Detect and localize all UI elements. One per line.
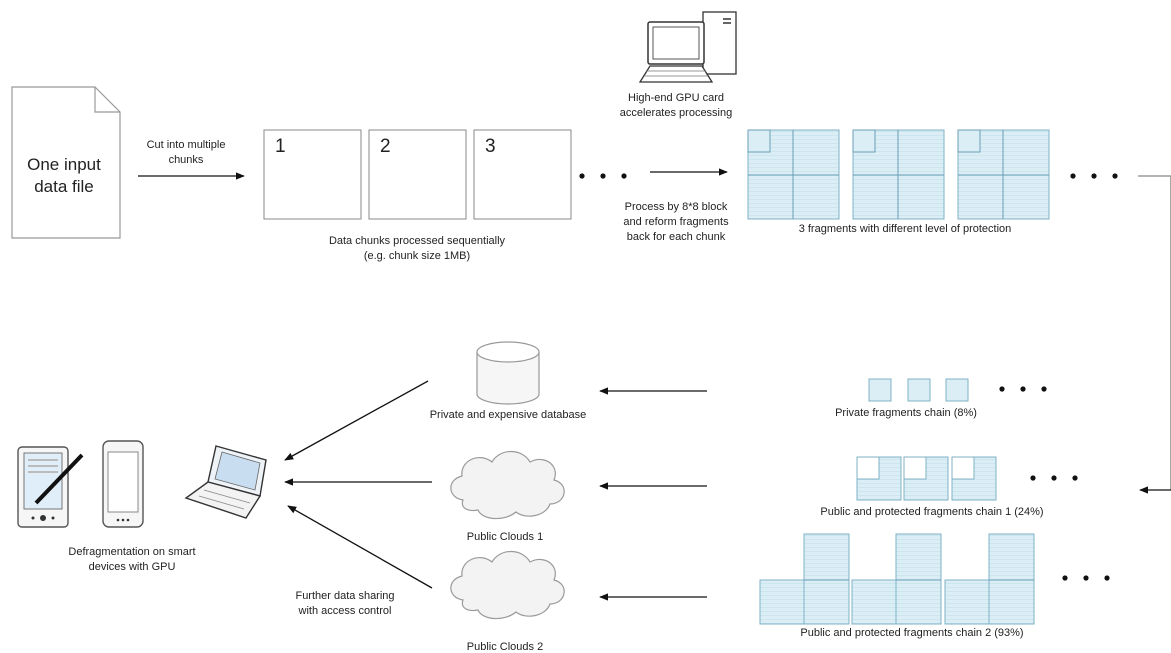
chunk-box-1 (263, 129, 362, 220)
devices-label-2: devices with GPU (89, 561, 176, 573)
computer-icon (638, 11, 737, 83)
database-label: Private and expensive database (430, 409, 587, 421)
ellipsis-fragments (1070, 173, 1118, 179)
sharing-label-2: with access control (298, 605, 392, 617)
fragment-block-3 (957, 129, 1050, 220)
chain-public1-label: Public and protected fragments chain 1 (… (820, 506, 1043, 518)
fragment-block-1 (747, 129, 840, 220)
cut-label-line2: chunks (169, 154, 204, 166)
document-icon (11, 86, 121, 239)
chunk-box-3 (473, 129, 572, 220)
cloud-icon (450, 550, 565, 620)
database-icon (476, 341, 540, 405)
input-file-line1: One input (27, 155, 101, 174)
chunk-label-1: 1 (275, 136, 286, 157)
public-chain-1 (856, 456, 1078, 501)
cloud1-label: Public Clouds 1 (467, 531, 543, 543)
gpu-label-1: High-end GPU card (628, 92, 724, 104)
tablet-icon (17, 446, 84, 528)
arrow-database-to-devices (284, 380, 429, 461)
chunk-label-3: 3 (485, 136, 496, 157)
input-file-line2: data file (34, 177, 94, 196)
cloud2-label: Public Clouds 2 (467, 641, 543, 653)
fragment-block-2 (852, 129, 945, 220)
chain-private-label: Private fragments chain (8%) (835, 407, 977, 419)
chain-public2-label: Public and protected fragments chain 2 (… (800, 627, 1023, 639)
cloud-icon (450, 450, 565, 520)
sharing-label-1: Further data sharing (295, 590, 394, 602)
process-label-2: and reform fragments (623, 216, 729, 228)
chunk-label-2: 2 (380, 136, 391, 157)
devices-label-1: Defragmentation on smart (68, 546, 195, 558)
gpu-label-2: accelerates processing (620, 107, 733, 119)
phone-icon (102, 440, 144, 528)
public-chain-2 (759, 533, 1110, 625)
chunk-box-2 (368, 129, 467, 220)
chunks-caption-2: (e.g. chunk size 1MB) (364, 250, 470, 262)
process-label-1: Process by 8*8 block (625, 201, 728, 213)
chunks-caption-1: Data chunks processed sequentially (329, 235, 506, 247)
ellipsis-chunks (579, 173, 627, 179)
fragments-caption: 3 fragments with different level of prot… (799, 223, 1012, 235)
laptop-icon (184, 445, 267, 519)
private-chain (868, 378, 1047, 402)
arrow-cloud2-to-devices (287, 505, 433, 589)
process-label-3: back for each chunk (627, 231, 726, 243)
cut-label-line1: Cut into multiple (147, 139, 226, 151)
